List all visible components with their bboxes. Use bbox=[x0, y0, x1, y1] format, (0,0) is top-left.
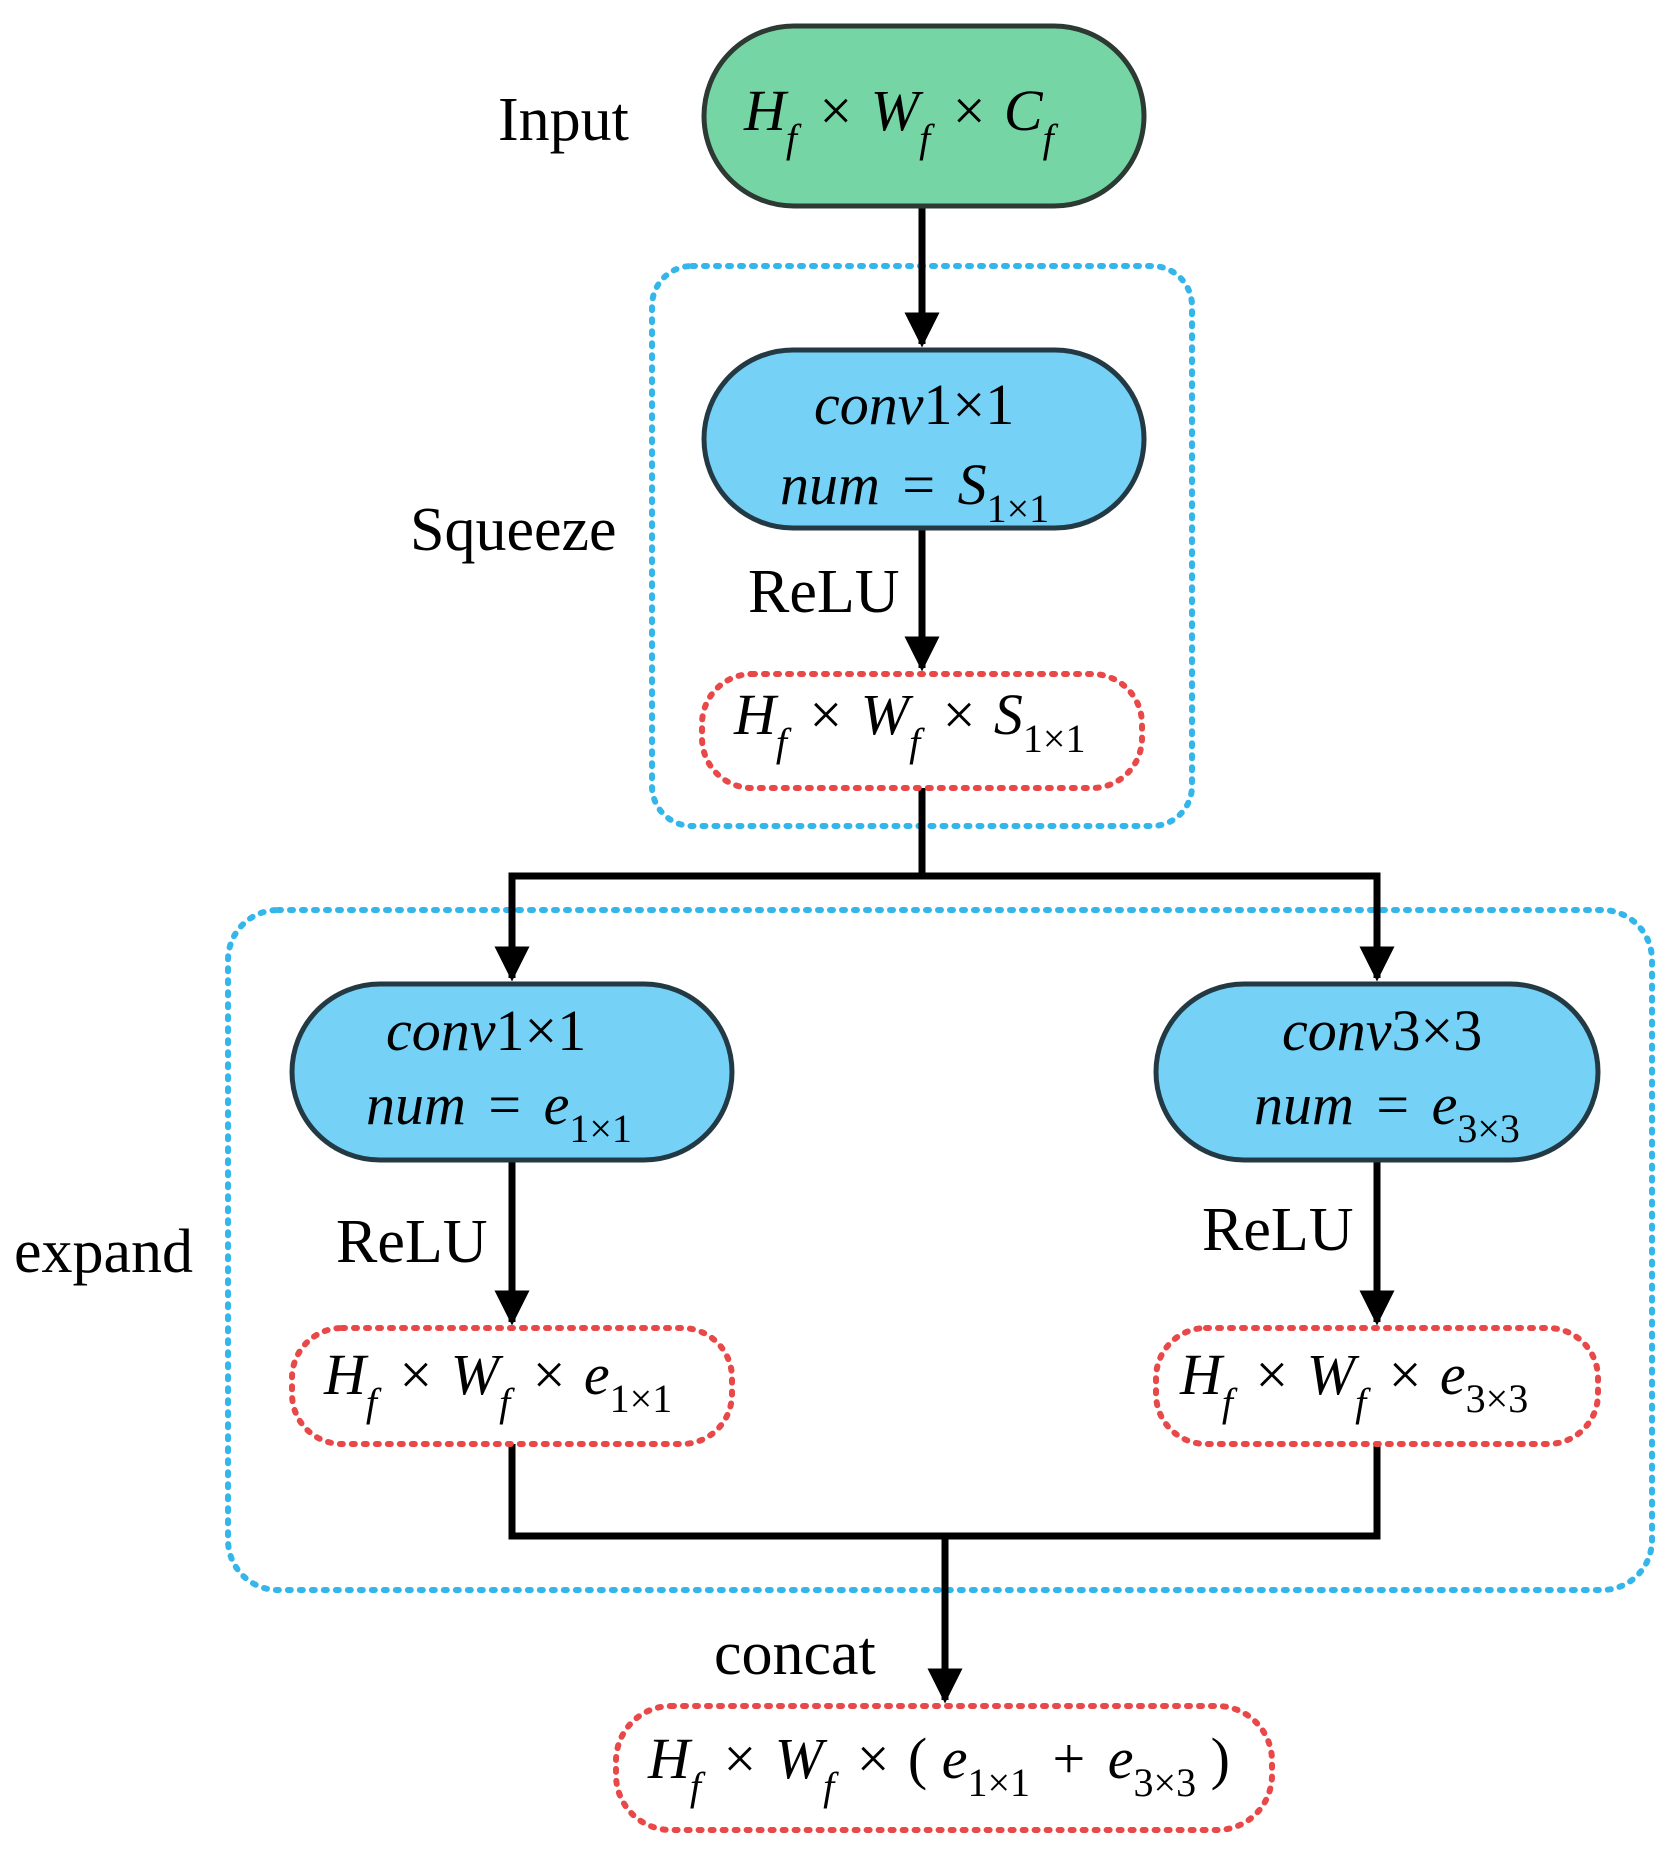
input-formula: Hf × Wf × Cf bbox=[743, 78, 1059, 165]
input-label: Input bbox=[498, 86, 629, 154]
expand-label: expand bbox=[14, 1218, 193, 1286]
concat-output-node bbox=[613, 1703, 1275, 1833]
expand-output3-formula: Hf × Wf × e3×3 bbox=[1179, 1342, 1528, 1429]
expand-conv3-node bbox=[1153, 981, 1601, 1163]
squeeze-conv-node bbox=[701, 347, 1147, 531]
expand-group-box bbox=[225, 907, 1655, 1593]
squeeze-conv-line2: num = S1×1 bbox=[780, 452, 1049, 531]
relu-label-expand3: ReLU bbox=[1202, 1196, 1354, 1264]
squeeze-conv-line1: conv1×1 bbox=[814, 372, 1014, 437]
edges bbox=[494, 206, 1395, 1704]
edge-squeeze-split-right bbox=[922, 872, 1395, 982]
edge-squeeze-split bbox=[494, 788, 926, 982]
expand-conv1-line2: num = e1×1 bbox=[366, 1072, 632, 1151]
squeeze-label: Squeeze bbox=[410, 496, 617, 564]
expand-output1-formula: Hf × Wf × e1×1 bbox=[323, 1342, 672, 1429]
concat-label: concat bbox=[714, 1620, 876, 1688]
relu-label-expand1: ReLU bbox=[336, 1208, 488, 1276]
concat-output-formula: Hf × Wf × ( e1×1 + e3×3 ) bbox=[647, 1726, 1230, 1813]
input-node bbox=[701, 23, 1147, 209]
expand-output1-node bbox=[289, 1325, 735, 1447]
expand-conv1-line1: conv1×1 bbox=[386, 998, 586, 1063]
expand-conv3-line1: conv3×3 bbox=[1282, 998, 1482, 1063]
edge-merge bbox=[508, 1444, 1381, 1540]
expand-conv1-node bbox=[289, 981, 735, 1163]
expand-output3-node bbox=[1153, 1325, 1601, 1447]
expand-conv3-line2: num = e3×3 bbox=[1254, 1072, 1520, 1151]
squeeze-output-node bbox=[699, 671, 1145, 791]
squeeze-output-formula: Hf × Wf × S1×1 bbox=[733, 682, 1085, 769]
relu-label-squeeze: ReLU bbox=[748, 558, 900, 626]
